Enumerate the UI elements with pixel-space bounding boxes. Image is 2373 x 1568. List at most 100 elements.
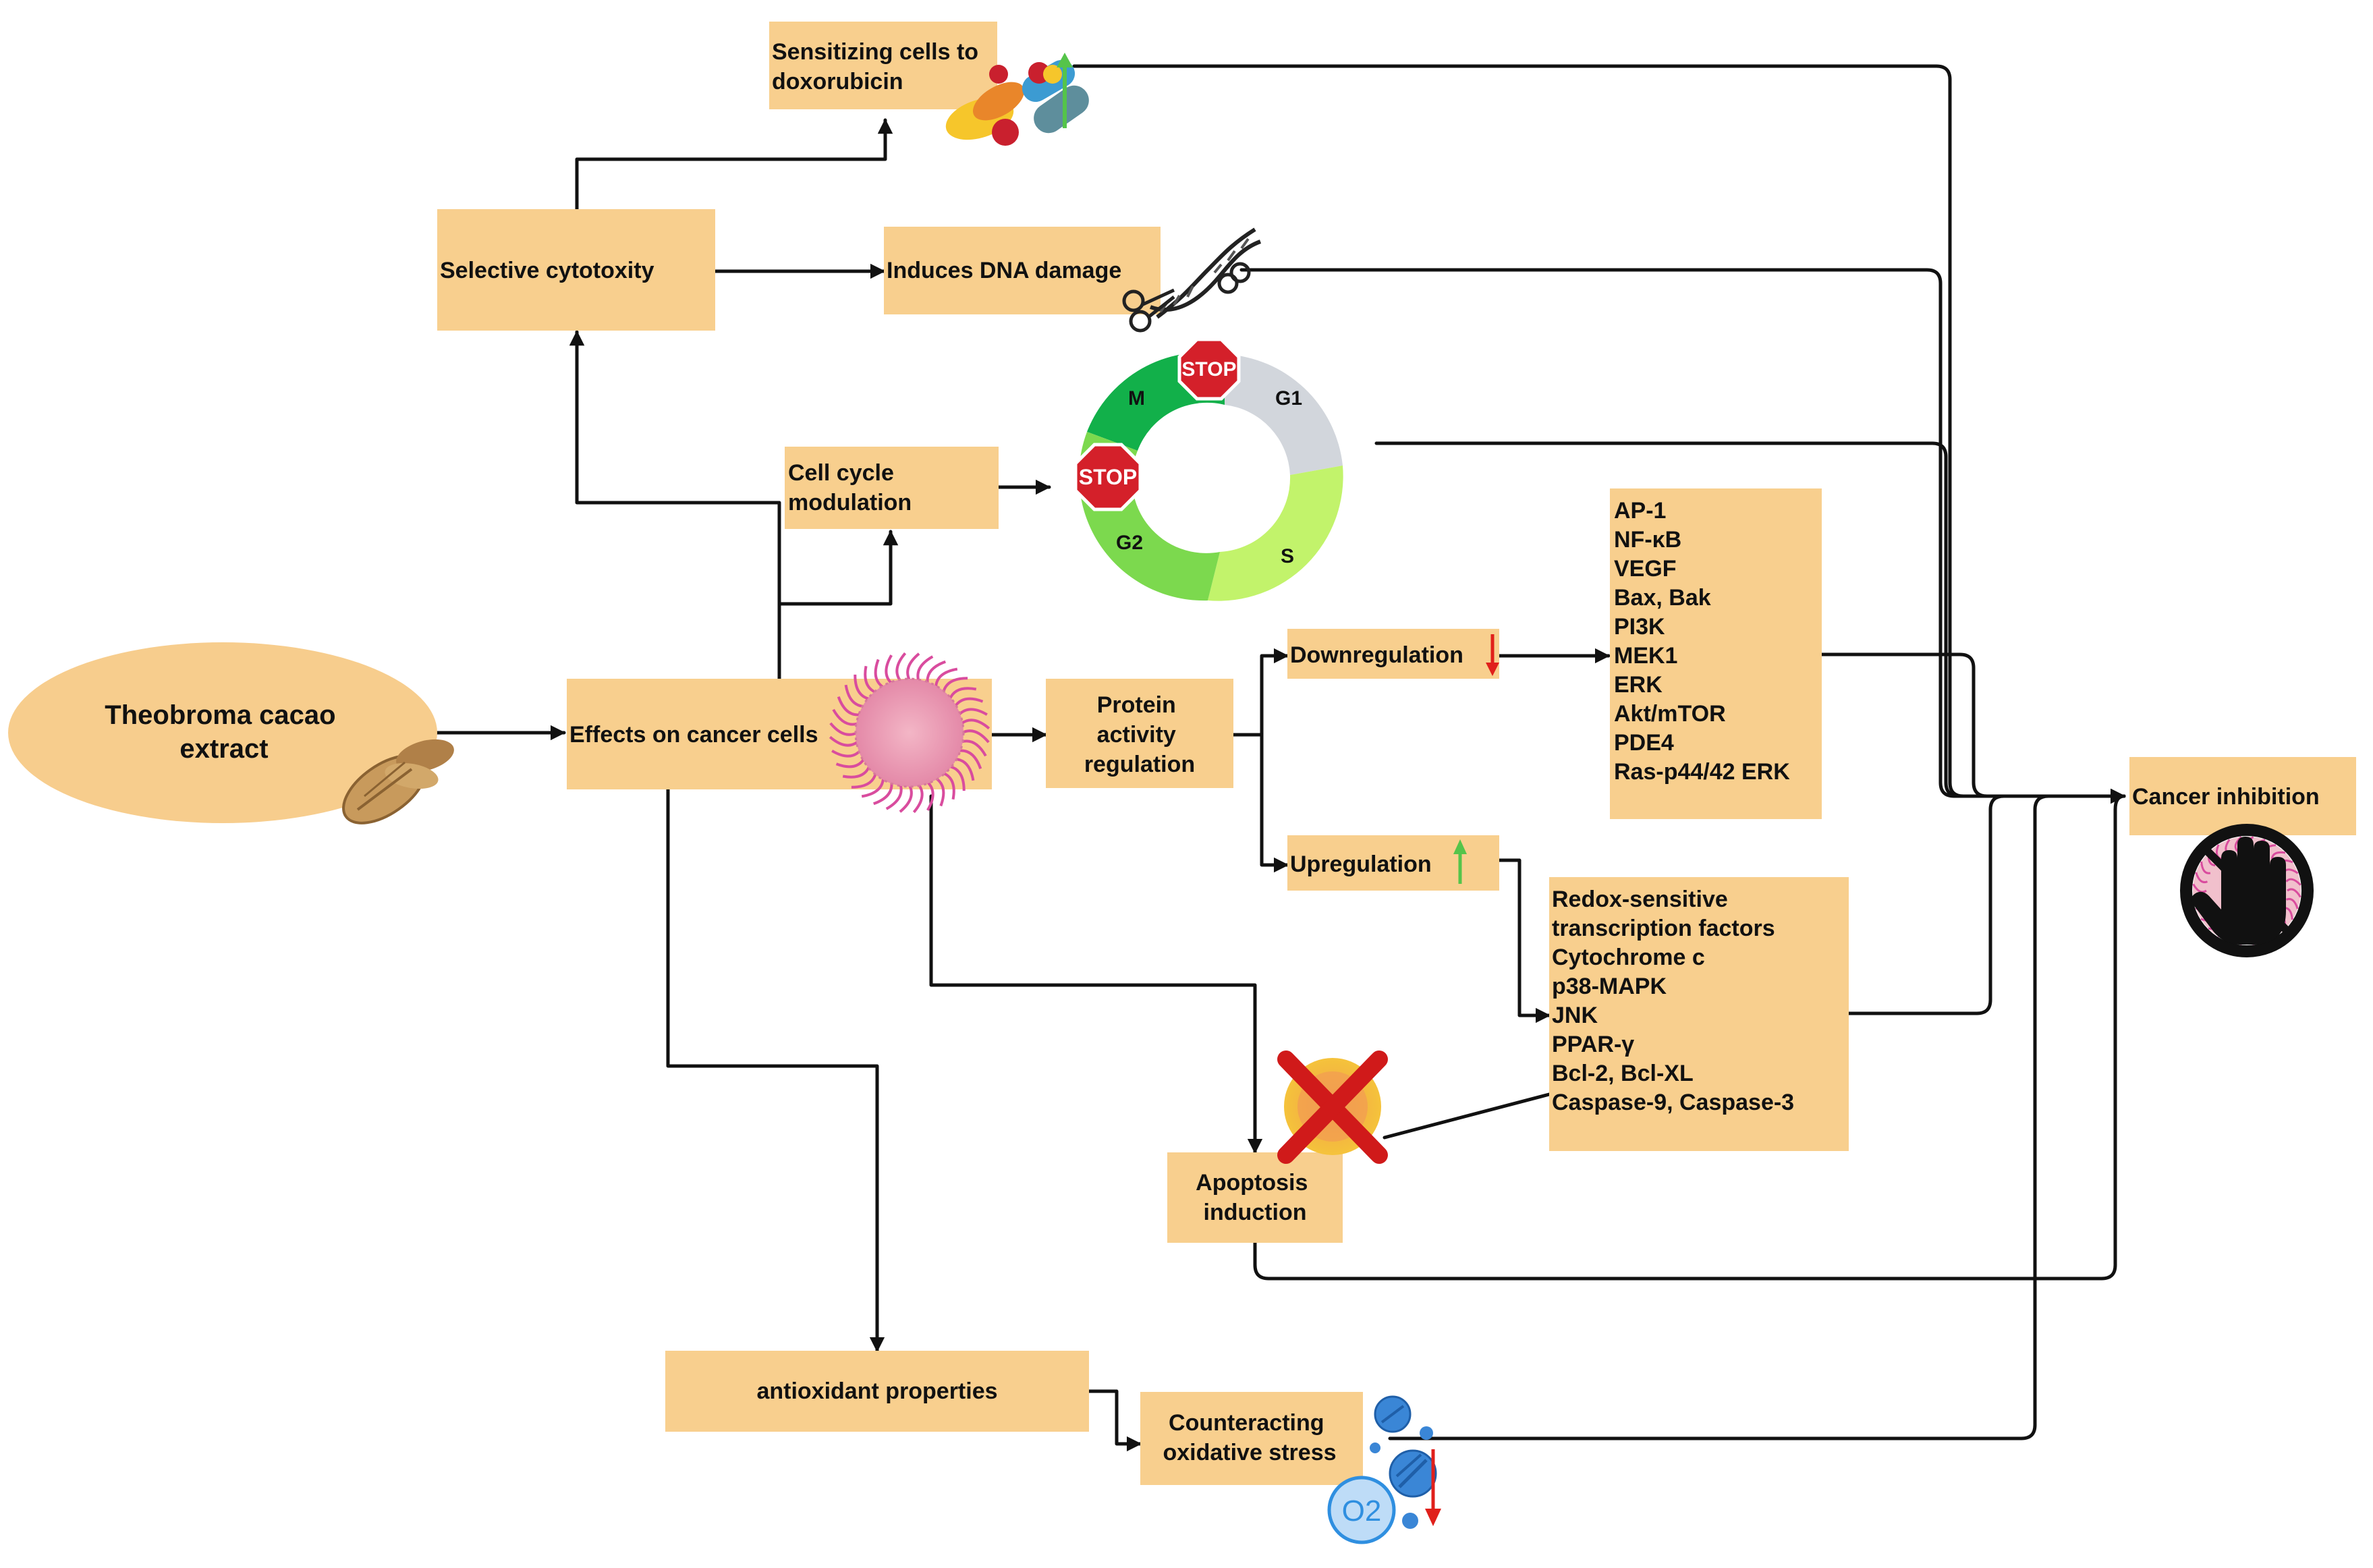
source-label-line: Theobroma cacao [105,700,335,730]
oxidative-label-line: oxidative stress [1163,1440,1336,1465]
downlist-item: Akt/mTOR [1614,701,1726,727]
selective-label-line: Selective cytotoxity [440,258,654,283]
connector-protein-down [1231,648,1289,737]
downlist-item: MEK1 [1614,643,1677,669]
protein-box [1046,679,1233,788]
connector-effects-antioxidant [666,787,885,1353]
cellcycle-box [785,447,999,529]
downlist-item: VEGF [1614,556,1677,582]
connector-uplist-cancer [1847,788,2126,1015]
uplist-label: Redox-sensitive transcription factors Cy… [1552,887,1794,1115]
sensitizing-label: Sensitizing cells to doxorubicin [772,39,985,94]
cell-tendril [2200,861,2211,874]
dna-scissors-icon [1122,227,1262,333]
cell-tendril [829,735,859,747]
sensitizing-label-line: Sensitizing cells to [772,39,978,65]
cell-tendril [948,687,977,700]
uplist-item: Bcl-2, Bcl-XL [1552,1061,1693,1086]
uplist-item: Cytochrome c [1552,945,1705,970]
cycle-label-m: M [1128,387,1145,410]
cell-tendril [861,778,885,798]
cancer-box [2129,757,2356,835]
cell-tendril [835,758,866,768]
up-box [1287,835,1499,891]
oxidative-label-line: Counteracting [1169,1410,1324,1436]
up-label-line: Upregulation [1290,851,1432,877]
uplist-item: transcription factors [1552,916,1775,941]
connector-selective-sensitizing [575,118,893,211]
antioxidant-box [665,1351,1089,1432]
cellcycle-label-line: modulation [788,490,912,515]
effects-label: Effects on cancer cells [569,722,818,748]
uplist-item: p38-MAPK [1552,974,1667,999]
cycle-label-g2: G2 [1116,532,1143,554]
oxygen-bubbles-icon: O2 [1327,1395,1441,1544]
cell-tendril [943,771,955,800]
protein-label-line: regulation [1084,752,1195,777]
connector-protein-up [1260,733,1289,873]
cell-tendril [885,784,903,810]
connector-up-list [1497,858,1551,1024]
cell-tendril [906,652,920,681]
down-arrow-icon [1486,634,1499,676]
protein-label-line: Protein [1097,692,1176,718]
antioxidant-label-line: antioxidant properties [756,1378,997,1404]
uplist-item: JNK [1552,1003,1598,1028]
downlist-item: Ras-p44/42 ERK [1614,759,1790,785]
cycle-arc-g1 [1225,354,1343,475]
connectors [435,64,2126,1452]
apoptosis-box [1167,1152,1343,1243]
cell-tendril [2195,872,2208,884]
stop-sign-icon: STOP [1177,337,1241,401]
down-label-line: Downregulation [1290,642,1463,668]
downlist-item: NF-κB [1614,527,1681,553]
connector-effects-cellcycle [777,530,899,681]
cell-tendril [953,697,984,708]
cycle-arc-s [1208,466,1343,601]
stop-sign-icon: STOP [1073,443,1142,511]
source-label-line: extract [179,734,268,764]
cell-tendril [2270,851,2286,860]
cell-tendril [2285,897,2299,909]
apoptosis-label-line: induction [1204,1200,1307,1225]
protein-label: Protein activity regulation [1084,692,1195,777]
cell-tendril [926,781,934,811]
connector-antioxidant-oxidative [1087,1389,1142,1452]
cycle-label-g1: G1 [1275,387,1302,410]
cell-tendril [854,674,870,700]
source-ellipse [8,642,437,823]
dna-label: Induces DNA damage [887,258,1121,283]
cell-tendril [2192,883,2207,893]
downlist-label: AP-1 NF-κB VEGF Bax, Bak PI3K MEK1 ERK A… [1614,498,1790,785]
downlist-item: AP-1 [1614,498,1666,524]
cancer-label: Cancer inhibition [2132,784,2320,810]
cell-tendril [899,785,913,813]
antioxidant-label: antioxidant properties [756,1378,997,1404]
connector-effects-selective [569,330,781,681]
effects-label-line: Effects on cancer cells [569,722,818,748]
connector-effects-apoptosis [929,794,1263,1154]
cell-tendril [2285,878,2301,886]
cell-tendril [949,765,966,791]
uplist-box [1549,877,1849,1151]
cell-tendril [960,719,990,730]
cell-tendril [959,749,982,769]
stop-sign-text: STOP [1079,465,1138,489]
cell-tendril [885,654,893,685]
connector-oxidative-cancer [1388,788,2126,1440]
cell-tendril [934,667,958,688]
uplist-item: Redox-sensitive [1552,887,1728,912]
up-arrow-icon [1453,839,1467,884]
stop-sign-text: STOP [1181,358,1236,381]
downlist-item: PI3K [1614,614,1665,640]
box-labels: Theobroma cacao extract Effects on cance… [105,39,2319,1465]
uplist-item: Caspase-9, Caspase-3 [1552,1090,1794,1115]
cell-tendril [916,655,934,681]
cell-tendril [895,652,907,682]
selective-box [437,209,715,331]
downlist-item: PDE4 [1614,730,1674,756]
cell-tendril [851,773,877,789]
uplist-item: PPAR-γ [1552,1032,1634,1057]
pills-icon [945,53,1089,146]
